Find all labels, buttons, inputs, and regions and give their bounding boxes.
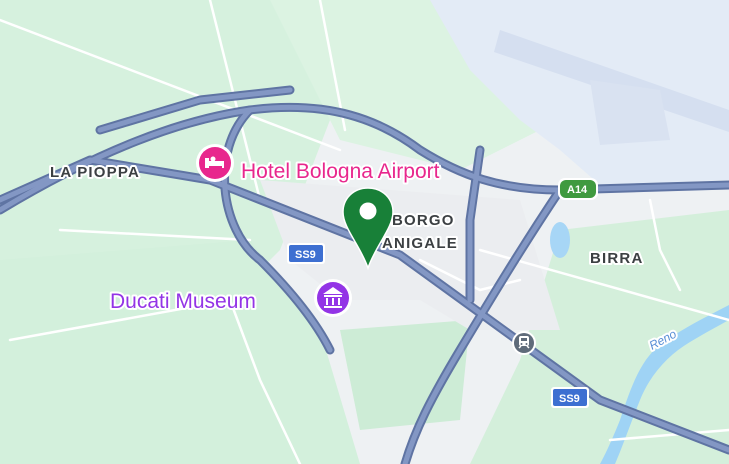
green-area-park	[340, 320, 470, 430]
svg-text:SS9: SS9	[295, 249, 316, 261]
place-label-birra: BIRRA	[590, 250, 644, 267]
place-label-anigale: ANIGALE	[382, 235, 458, 252]
shield-ss9-bottom: SS9	[551, 387, 589, 408]
highways	[0, 85, 729, 464]
train-station-icon[interactable]	[512, 331, 536, 355]
poi-label-hotel: Hotel Bologna Airport	[241, 160, 440, 183]
poi-museum[interactable]: Ducati Museum	[108, 279, 352, 317]
lake	[550, 222, 570, 258]
airport-apron	[590, 80, 670, 145]
svg-text:A14: A14	[567, 184, 588, 196]
shield-ss9-top: SS9	[287, 243, 325, 264]
poi-hotel[interactable]: Hotel Bologna Airport	[196, 144, 442, 185]
shield-a14: A14	[558, 178, 598, 200]
poi-label-museum: Ducati Museum	[110, 290, 256, 313]
green-area-southeast	[470, 210, 729, 464]
svg-text:SS9: SS9	[559, 393, 580, 405]
location-pin-icon[interactable]	[342, 187, 394, 271]
airport-runway	[494, 30, 729, 132]
place-label-borgo: BORGO	[392, 212, 455, 229]
green-area-southwest	[0, 240, 360, 464]
river-reno	[600, 305, 729, 464]
place-label-la-pioppa: LA PIOPPA	[50, 164, 140, 181]
